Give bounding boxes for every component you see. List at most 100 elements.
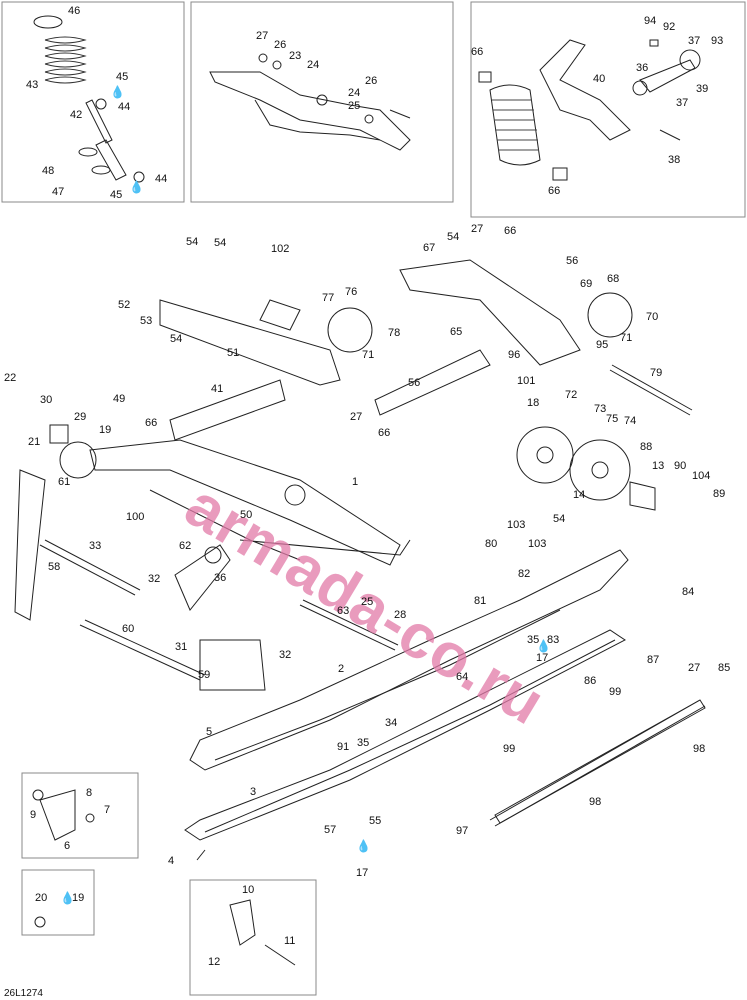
callout-57: 56	[408, 377, 421, 389]
callout-20: 19	[99, 424, 112, 436]
small-parts	[32, 789, 296, 966]
spring-shock-assembly	[33, 15, 145, 183]
callout-48: 47	[52, 186, 65, 198]
callout-24: 23	[289, 50, 302, 62]
callout-45: 44	[118, 101, 131, 113]
callout-74: 73	[594, 403, 607, 415]
callout-44: 43	[26, 79, 39, 91]
inset-box-small-bolt	[21, 869, 95, 936]
rail-frame	[184, 549, 706, 841]
callout-63: 62	[179, 540, 192, 552]
callout-90: 89	[713, 488, 726, 500]
callout-37: 36	[636, 62, 649, 74]
callout-64: 63	[337, 605, 350, 617]
callout-99: 98	[589, 796, 602, 808]
callout-35: 34	[385, 717, 398, 729]
callout-5: 5	[206, 726, 213, 738]
callout-33: 32	[148, 573, 161, 585]
callout-73: 72	[565, 389, 578, 401]
callout-65: 64	[456, 671, 469, 683]
callout-67: 66	[378, 427, 391, 439]
inset-box-shock	[1, 1, 185, 203]
callout-95: 94	[644, 15, 657, 27]
shock-linkage-inset	[478, 39, 701, 181]
callout-102: 101	[517, 375, 536, 387]
callout-96: 95	[596, 339, 609, 351]
callout-28: 27	[350, 411, 363, 423]
callout-87: 86	[584, 675, 597, 687]
callout-3: 3	[250, 786, 257, 798]
callout-75: 74	[624, 415, 637, 427]
callout-70: 69	[580, 278, 593, 290]
callout-27: 26	[274, 39, 287, 51]
callout-8: 8	[86, 787, 93, 799]
callout-67: 66	[504, 225, 517, 237]
callout-37: 36	[214, 572, 227, 584]
callout-49: 48	[42, 165, 55, 177]
callout-89: 88	[640, 441, 653, 453]
callout-38: 37	[688, 35, 701, 47]
callout-30: 29	[74, 411, 87, 423]
idler-wheels	[516, 426, 656, 511]
front-arm-assembly	[49, 424, 411, 566]
callout-78: 77	[322, 292, 335, 304]
callout-28: 27	[256, 30, 269, 42]
callout-2: 2	[338, 663, 345, 675]
callout-85: 84	[682, 586, 695, 598]
callout-19: 18	[527, 397, 540, 409]
callout-11: 11	[284, 935, 296, 947]
callout-25: 24	[307, 59, 320, 71]
callout-21: 20	[35, 892, 48, 904]
callout-36: 35	[357, 737, 370, 749]
callout-54: 53	[140, 315, 153, 327]
callout-94: 93	[711, 35, 724, 47]
callout-31: 30	[40, 394, 53, 406]
cross-shafts	[39, 364, 693, 681]
callout-79: 78	[388, 327, 401, 339]
callout-10: 10	[242, 884, 255, 896]
callout-43: 42	[70, 109, 83, 121]
callout-81: 80	[485, 538, 498, 550]
callout-77: 76	[345, 286, 358, 298]
callout-55: 54	[553, 513, 566, 525]
callout-26: 25	[361, 596, 374, 608]
callout-72: 71	[620, 332, 633, 344]
callout-56: 55	[369, 815, 382, 827]
callout-55: 54	[186, 236, 199, 248]
callout-45: 44	[155, 173, 168, 185]
callout-76: 75	[606, 413, 619, 425]
callout-36: 35	[527, 634, 540, 646]
callout-17: 17	[356, 867, 369, 879]
rear-arm-and-shock	[159, 259, 633, 441]
callout-50: 49	[113, 393, 126, 405]
callout-33: 32	[279, 649, 292, 661]
callout-41: 40	[593, 73, 606, 85]
callout-4: 4	[168, 855, 175, 867]
callout-66: 65	[450, 326, 463, 338]
callout-26: 25	[348, 100, 361, 112]
callout-55: 54	[170, 333, 183, 345]
callout-17: 17	[536, 652, 549, 664]
callout-72: 71	[362, 349, 375, 361]
callout-80: 79	[650, 367, 663, 379]
callout-32: 31	[175, 641, 188, 653]
callout-68: 67	[423, 242, 436, 254]
callout-99: 98	[693, 743, 706, 755]
callout-9: 9	[30, 809, 37, 821]
callout-23: 22	[4, 372, 17, 384]
callout-34: 33	[89, 540, 102, 552]
callout-104: 103	[507, 519, 526, 531]
callout-100: 99	[503, 743, 516, 755]
callout-93: 92	[663, 21, 676, 33]
callout-105: 103	[528, 538, 547, 550]
callout-71: 70	[646, 311, 659, 323]
callout-29: 28	[394, 609, 407, 621]
callout-14: 14	[573, 489, 586, 501]
callout-67: 66	[145, 417, 158, 429]
slide-bars	[489, 699, 706, 827]
inset-box-arm	[190, 1, 454, 203]
oil-drop-icon: 💧	[536, 639, 551, 653]
callout-84: 83	[547, 634, 560, 646]
callout-67: 66	[471, 46, 484, 58]
